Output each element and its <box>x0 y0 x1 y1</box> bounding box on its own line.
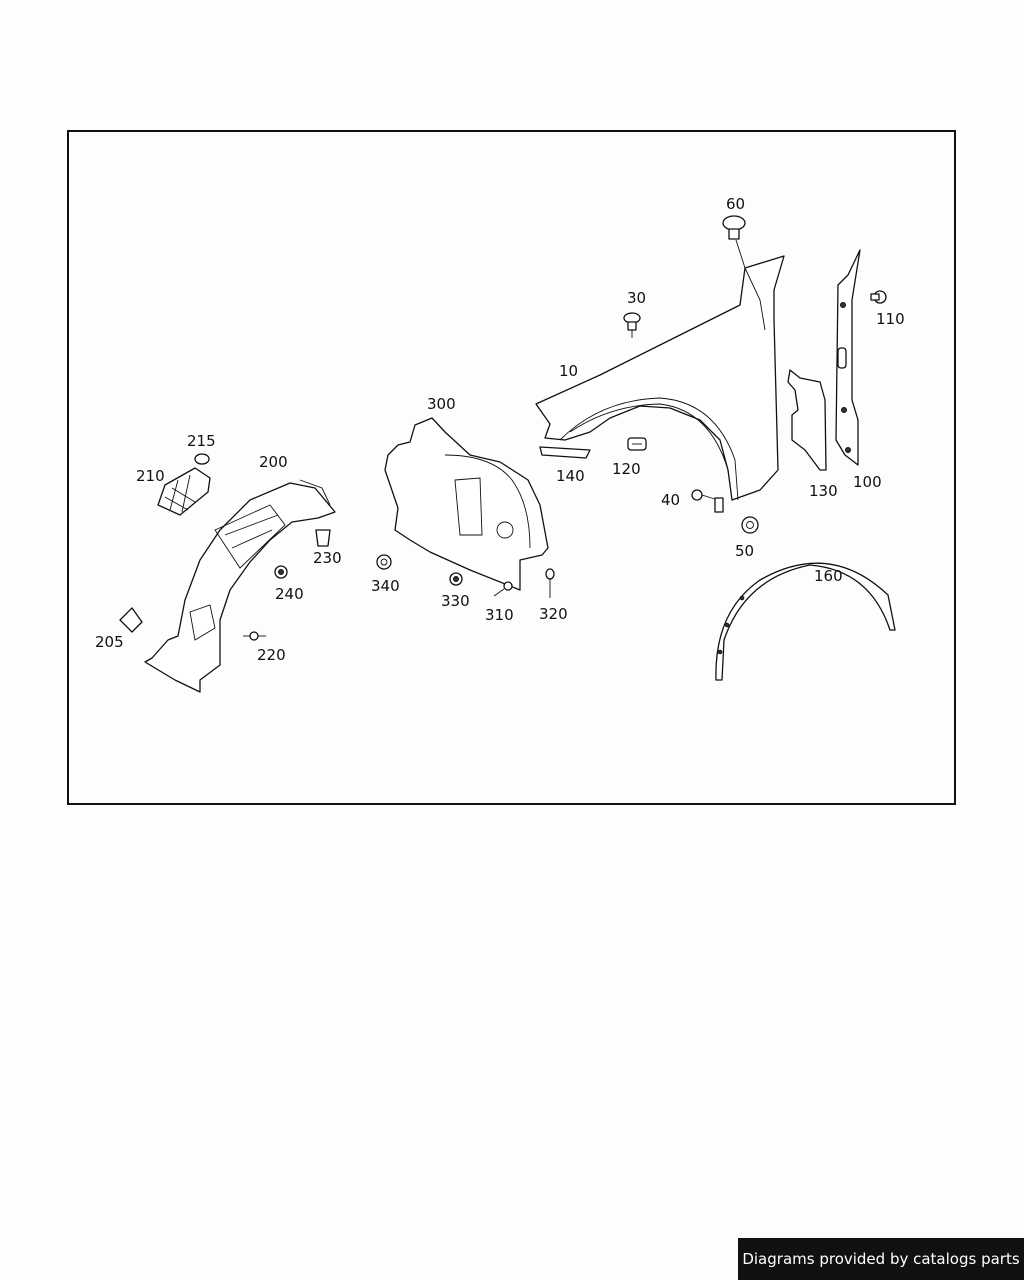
callout-215: 215 <box>187 432 216 450</box>
callout-300: 300 <box>427 395 456 413</box>
clip-part-215[interactable] <box>194 453 210 465</box>
screw-part-220[interactable] <box>243 631 266 641</box>
callout-100: 100 <box>853 473 882 491</box>
fender-part-10[interactable] <box>535 255 785 501</box>
callout-40: 40 <box>661 491 680 509</box>
clip-part-60[interactable] <box>722 215 746 269</box>
callout-200: 200 <box>259 453 288 471</box>
callout-230: 230 <box>313 549 342 567</box>
callout-10: 10 <box>559 362 578 380</box>
callout-320: 320 <box>539 605 568 623</box>
liner-part-200[interactable] <box>144 479 336 693</box>
bracket-part-100[interactable] <box>835 249 861 466</box>
callout-340: 340 <box>371 577 400 595</box>
clip-part-330[interactable] <box>449 572 463 586</box>
seal-part-130[interactable] <box>787 369 827 471</box>
callout-130: 130 <box>809 482 838 500</box>
callout-30: 30 <box>627 289 646 307</box>
callout-205: 205 <box>95 633 124 651</box>
liner-part-300[interactable] <box>384 417 549 591</box>
callout-60: 60 <box>726 195 745 213</box>
strip-part-140[interactable] <box>539 446 591 459</box>
callout-160: 160 <box>814 567 843 585</box>
callout-120: 120 <box>612 460 641 478</box>
pin-part-320[interactable] <box>545 568 555 598</box>
callout-110: 110 <box>876 310 905 328</box>
bolt-part-40[interactable] <box>691 489 724 513</box>
bracket-part-205[interactable] <box>119 607 143 633</box>
callout-220: 220 <box>257 646 286 664</box>
insert-part-210[interactable] <box>157 467 211 516</box>
diagram-frame <box>67 130 956 805</box>
nut-part-340[interactable] <box>376 554 392 570</box>
screw-part-310[interactable] <box>493 581 513 597</box>
credit-banner: Diagrams provided by catalogs parts <box>738 1238 1024 1280</box>
callout-140: 140 <box>556 467 585 485</box>
callout-330: 330 <box>441 592 470 610</box>
trim-part-160[interactable] <box>715 562 896 681</box>
callout-50: 50 <box>735 542 754 560</box>
nut-part-240[interactable] <box>274 565 288 579</box>
grommet-part-120[interactable] <box>627 437 647 451</box>
callout-240: 240 <box>275 585 304 603</box>
clip-part-110[interactable] <box>870 290 887 304</box>
callout-210: 210 <box>136 467 165 485</box>
credit-text: Diagrams provided by catalogs parts <box>742 1250 1020 1268</box>
callout-310: 310 <box>485 606 514 624</box>
clip-part-230[interactable] <box>315 529 331 547</box>
screw-part-30[interactable] <box>623 312 641 338</box>
nut-part-50[interactable] <box>741 516 759 534</box>
